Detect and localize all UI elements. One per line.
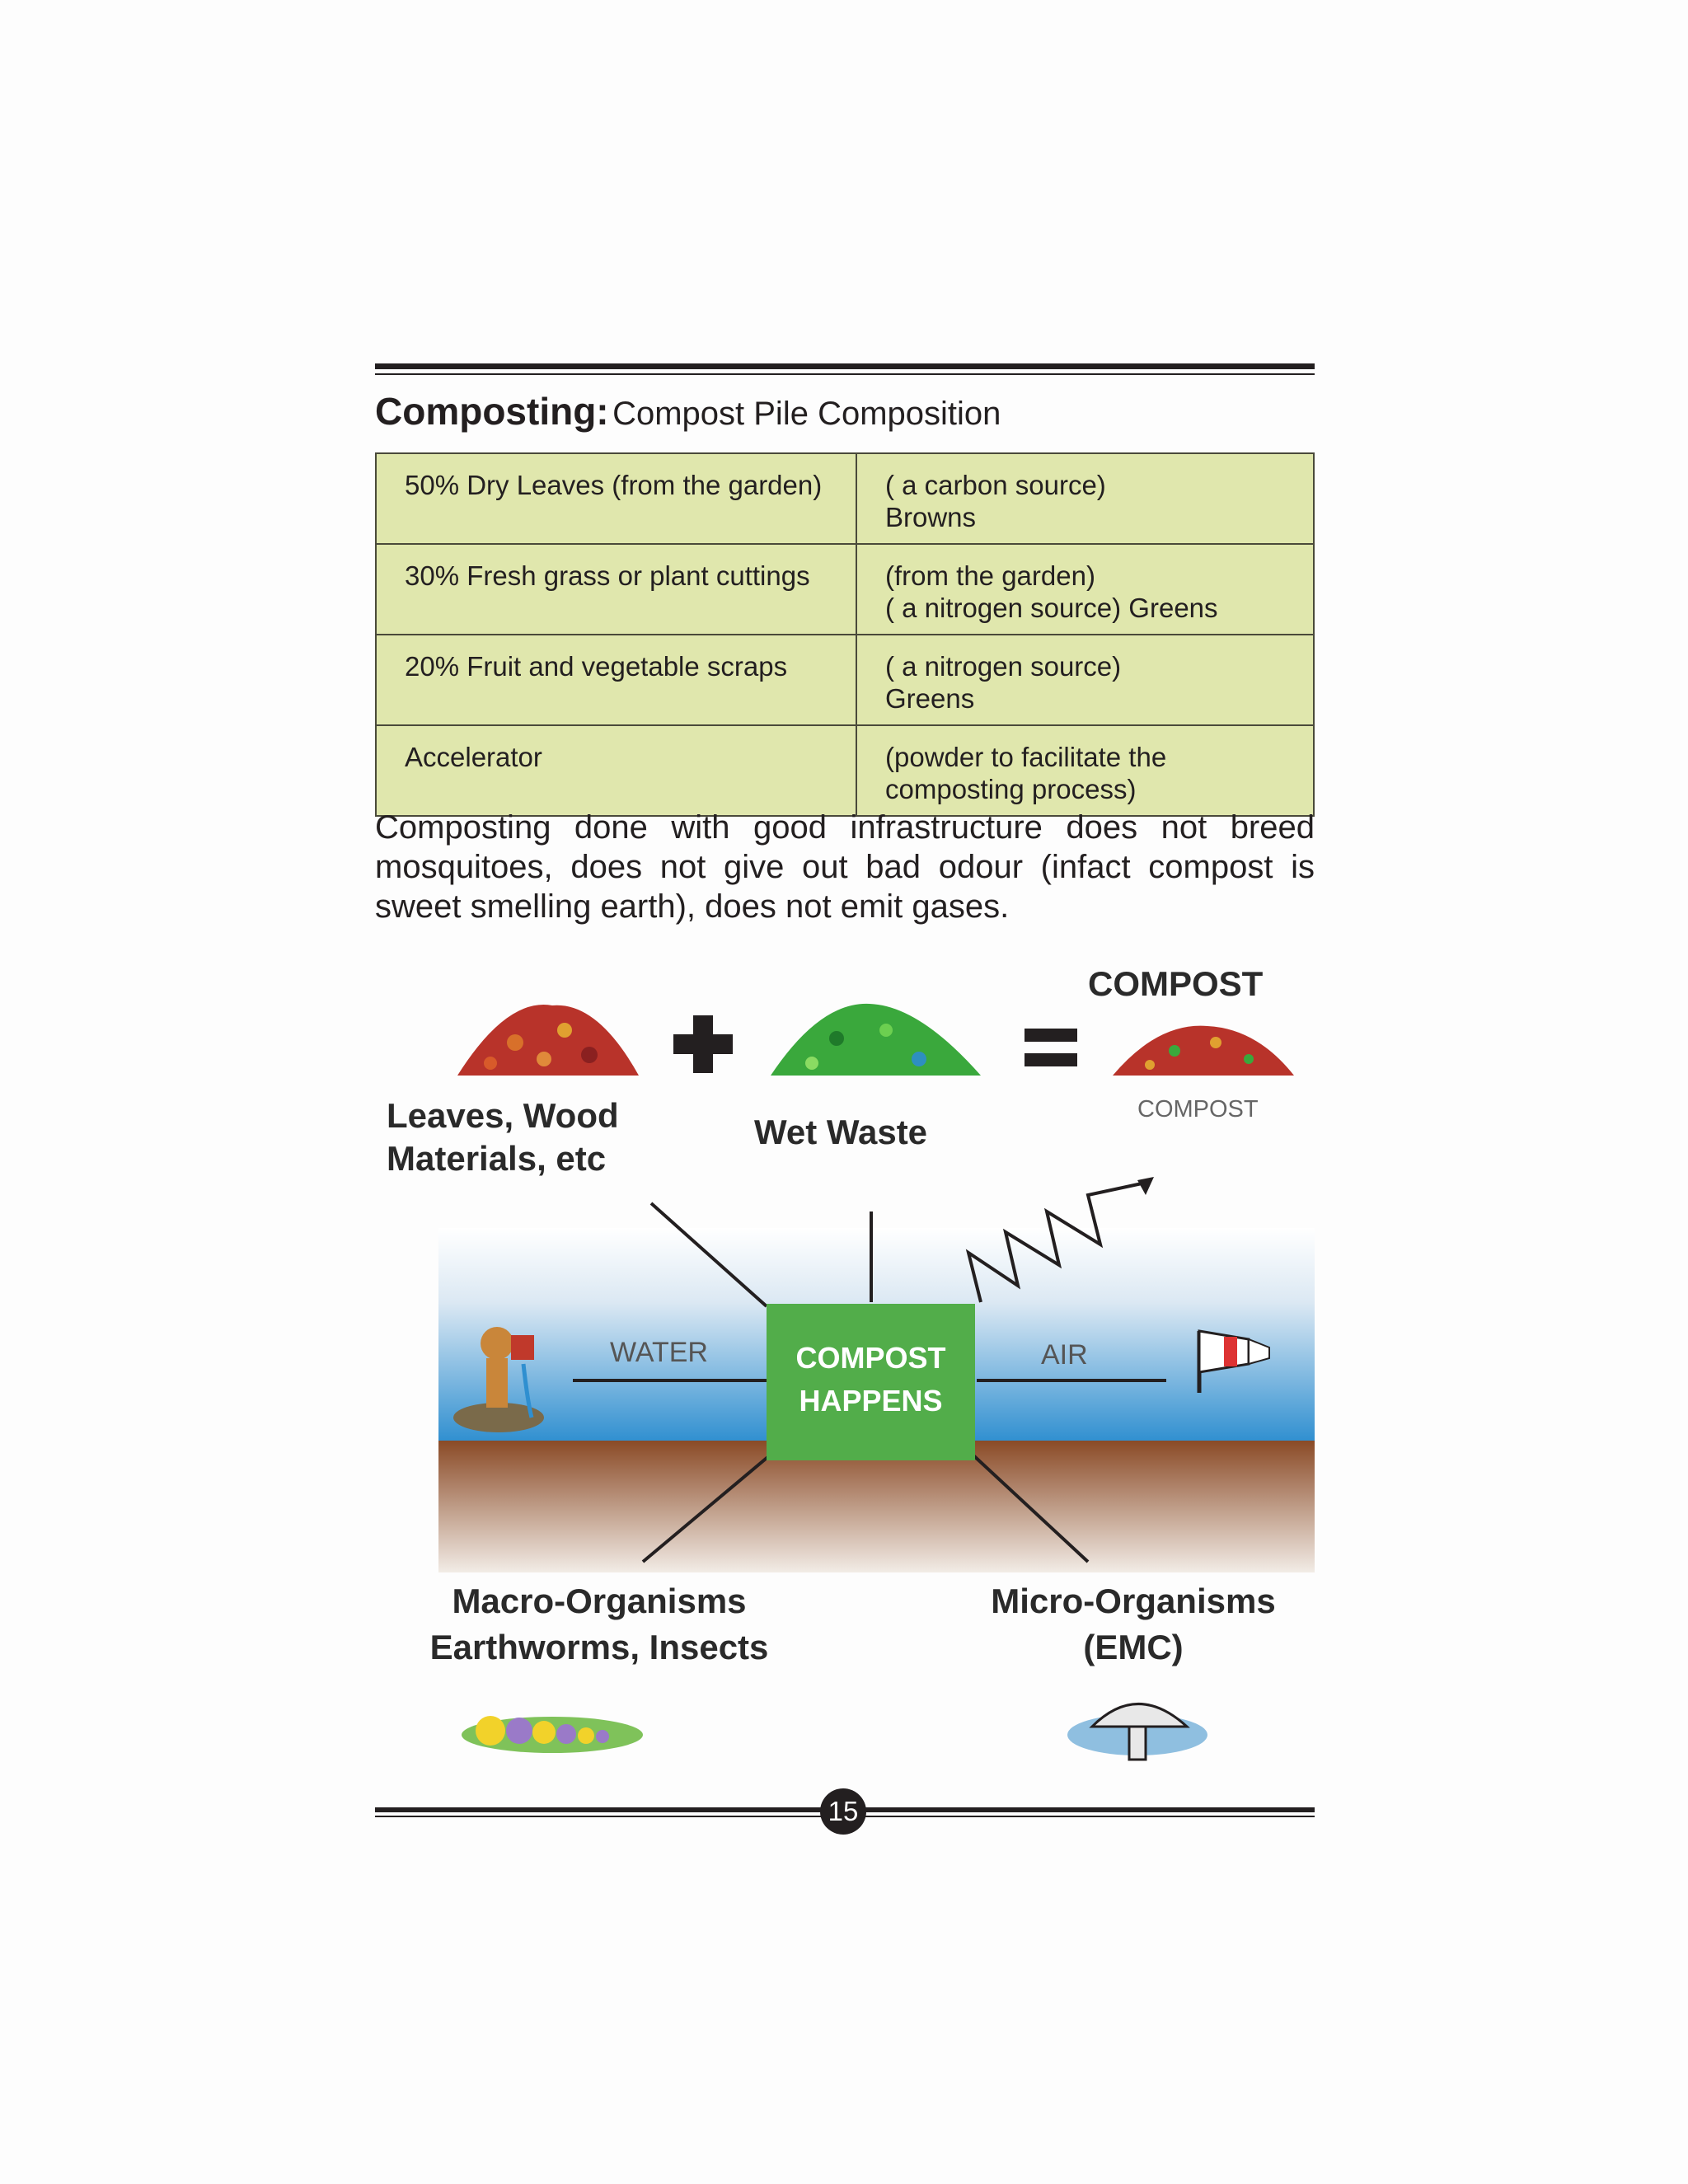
top-rule bbox=[375, 363, 1315, 369]
heading-subtitle: Compost Pile Composition bbox=[612, 396, 1001, 432]
table-row: 30% Fresh grass or plant cuttings (from … bbox=[375, 543, 1315, 635]
table-cell-item: Accelerator bbox=[375, 724, 857, 817]
note-line: ( a nitrogen source) bbox=[885, 651, 1122, 682]
water-label: WATER bbox=[610, 1337, 708, 1368]
top-rule-thin bbox=[375, 373, 1315, 375]
table-cell-note: ( a carbon source)Browns bbox=[856, 452, 1315, 545]
note-line: (powder to facilitate the bbox=[885, 742, 1167, 772]
windsock-icon bbox=[1197, 1329, 1270, 1393]
leaves-pile-icon bbox=[457, 1005, 639, 1076]
plus-icon bbox=[673, 1015, 733, 1073]
body-paragraph: Composting done with good infrastructure… bbox=[375, 809, 1315, 925]
bottom-rule-left bbox=[375, 1807, 824, 1812]
bottom-rule-right bbox=[862, 1807, 1315, 1812]
compost-diagram: COMPOST COMPOST Leaves, Wood Materials, … bbox=[375, 956, 1315, 1797]
air-release-arrow bbox=[965, 1181, 1146, 1303]
table-cell-item: 50% Dry Leaves (from the garden) bbox=[375, 452, 857, 545]
bottom-rule-left-thin bbox=[375, 1816, 824, 1817]
compost-happens-label: COMPOST HAPPENS bbox=[767, 1337, 975, 1422]
compost-title: COMPOST bbox=[1088, 964, 1264, 1003]
note-line: Greens bbox=[885, 683, 975, 714]
mushroom-icon bbox=[1067, 1703, 1207, 1761]
table-cell-note: (from the garden)( a nitrogen source) Gr… bbox=[856, 543, 1315, 635]
soil-band bbox=[438, 1441, 1315, 1572]
water-pouring-figure-icon bbox=[453, 1327, 544, 1432]
note-line: composting process) bbox=[885, 774, 1137, 804]
composition-table: 50% Dry Leaves (from the garden) ( a car… bbox=[375, 452, 1315, 817]
note-line: ( a carbon source) bbox=[885, 470, 1106, 500]
table-row: 50% Dry Leaves (from the garden) ( a car… bbox=[375, 452, 1315, 545]
leaves-label-line: Leaves, Wood bbox=[387, 1096, 619, 1135]
micro-organisms-label: Micro-Organisms (EMC) bbox=[952, 1578, 1315, 1671]
note-line: ( a nitrogen source) Greens bbox=[885, 593, 1218, 623]
table-cell-item: 30% Fresh grass or plant cuttings bbox=[375, 543, 857, 635]
heading-lead: Composting: bbox=[375, 390, 609, 433]
micro-label-line: (EMC) bbox=[1083, 1628, 1184, 1666]
compost-happens-box bbox=[767, 1304, 975, 1460]
macro-label-line: Earthworms, Insects bbox=[429, 1628, 769, 1666]
note-line: (from the garden) bbox=[885, 560, 1095, 591]
micro-label-line: Micro-Organisms bbox=[991, 1582, 1276, 1620]
table-cell-item: 20% Fruit and vegetable scraps bbox=[375, 634, 857, 726]
macro-organisms-label: Macro-Organisms Earthworms, Insects bbox=[393, 1578, 805, 1671]
air-label: AIR bbox=[1041, 1339, 1088, 1371]
bottom-rule-right-thin bbox=[862, 1816, 1315, 1817]
leaves-label-line: Materials, etc bbox=[387, 1139, 607, 1178]
note-line: Browns bbox=[885, 502, 977, 532]
diagram-graphics bbox=[438, 1003, 1315, 1761]
leaves-label: Leaves, Wood Materials, etc bbox=[387, 1094, 619, 1180]
earthworm-icon bbox=[462, 1716, 643, 1753]
compost-pile-icon bbox=[1113, 1025, 1294, 1076]
equals-icon bbox=[1025, 1029, 1077, 1066]
macro-label-line: Macro-Organisms bbox=[452, 1582, 747, 1620]
compost-small-label: COMPOST bbox=[1137, 1096, 1259, 1122]
page-number: 15 bbox=[820, 1788, 866, 1835]
greens-pile-icon bbox=[771, 1003, 981, 1076]
center-label-line: COMPOST bbox=[795, 1341, 946, 1375]
table-cell-note: ( a nitrogen source)Greens bbox=[856, 634, 1315, 726]
section-heading: Composting: Compost Pile Composition bbox=[375, 389, 1315, 434]
center-label-line: HAPPENS bbox=[799, 1384, 943, 1418]
wet-waste-label: Wet Waste bbox=[754, 1113, 928, 1151]
table-row: 20% Fruit and vegetable scraps ( a nitro… bbox=[375, 634, 1315, 726]
